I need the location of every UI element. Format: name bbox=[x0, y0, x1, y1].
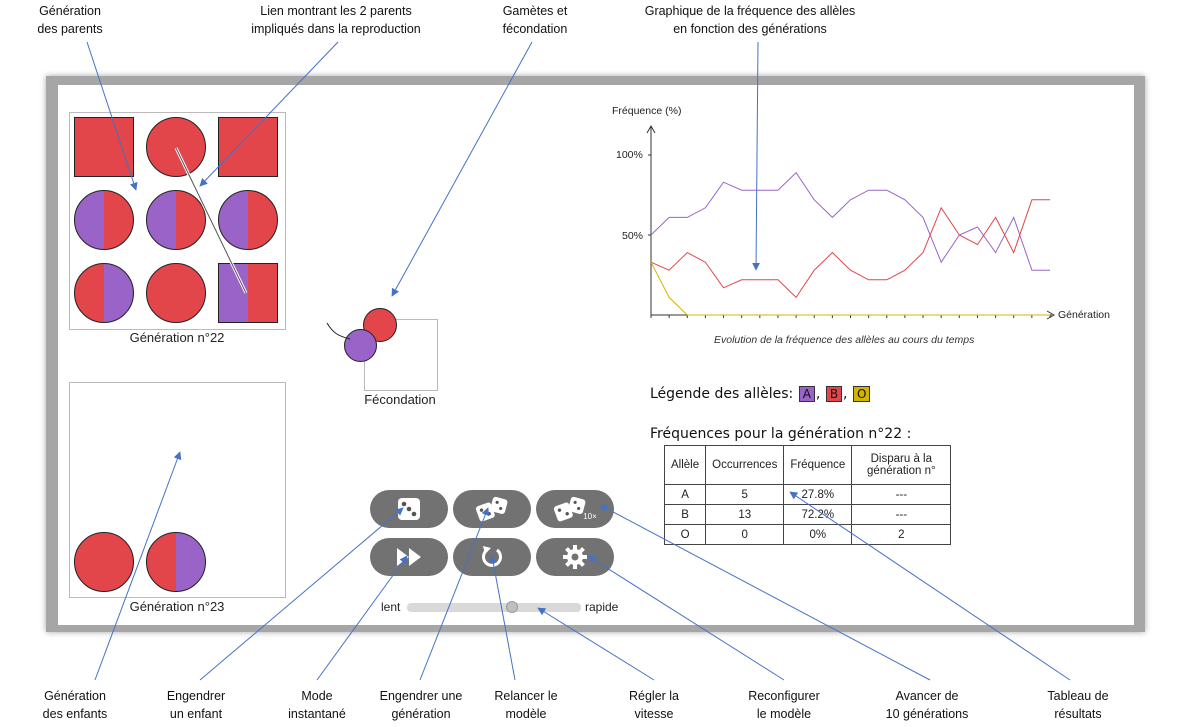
dice-two-icon bbox=[475, 496, 508, 522]
callout-spawn-child: Engendrer un enfant bbox=[166, 689, 226, 721]
callout-gametes: Gamètes et fécondation bbox=[502, 4, 568, 36]
ten-badge: 10× bbox=[583, 511, 597, 521]
table-cell: 0% bbox=[783, 524, 853, 545]
table-cell: A bbox=[663, 484, 707, 505]
chart-ytick-50: 50% bbox=[622, 230, 644, 242]
callout-link-parents: Lien montrant les 2 parents impliqués da… bbox=[251, 4, 421, 36]
individual bbox=[146, 190, 206, 250]
chart-series-o bbox=[650, 261, 1050, 316]
individual bbox=[74, 190, 134, 250]
table-cell: --- bbox=[851, 504, 952, 525]
dice-one-icon bbox=[398, 498, 420, 520]
table-row: A 5 27.8% --- bbox=[663, 484, 952, 505]
chart-series-b bbox=[650, 199, 1050, 299]
square-individual-shape bbox=[218, 263, 278, 323]
circle-individual-shape bbox=[146, 117, 206, 177]
legend-chip-a: A bbox=[798, 386, 815, 402]
individual bbox=[218, 190, 278, 250]
circle-individual-shape bbox=[146, 532, 206, 592]
callout-restart-model: Relancer le modèle bbox=[494, 689, 558, 721]
table-cell: 2 bbox=[851, 524, 952, 545]
header-disappeared: Disparu à la génération n° bbox=[851, 445, 952, 485]
circle-individual-shape bbox=[218, 190, 278, 250]
individual bbox=[74, 117, 134, 177]
table-cell: B bbox=[663, 504, 707, 525]
spawn-generation-button[interactable] bbox=[453, 490, 531, 528]
legend-chip-b: B bbox=[825, 386, 843, 402]
chart-xlabel: Génération bbox=[1058, 309, 1110, 321]
reconfigure-model-button[interactable] bbox=[536, 538, 614, 576]
chart-x-axis-arrow bbox=[1046, 310, 1056, 320]
callout-generation-children: Génération des enfants bbox=[42, 689, 108, 721]
individual bbox=[146, 117, 206, 177]
fast-forward-icon bbox=[397, 548, 421, 566]
header-occurrences: Occurrences bbox=[705, 445, 785, 485]
advance-10-generations-button[interactable]: 10× bbox=[536, 490, 614, 528]
table-row: B 13 72.2% --- bbox=[663, 504, 952, 525]
circle-individual-shape bbox=[74, 532, 134, 592]
table-cell: O bbox=[663, 524, 707, 545]
table-cell: 5 bbox=[705, 484, 785, 505]
restart-model-button[interactable] bbox=[453, 538, 531, 576]
legend-title: Légende des allèles: bbox=[650, 386, 794, 402]
dice-ten-icon bbox=[554, 496, 586, 522]
fecondation-label: Fécondation bbox=[364, 392, 436, 407]
header-allele: Allèle bbox=[663, 445, 707, 485]
table-title: Fréquences pour la génération n°22 : bbox=[650, 426, 912, 442]
allele-frequency-chart bbox=[646, 124, 1056, 320]
individual bbox=[146, 263, 206, 323]
instant-mode-button[interactable] bbox=[370, 538, 448, 576]
table-cell: 0 bbox=[705, 524, 785, 545]
chart-ytick-100: 100% bbox=[616, 149, 643, 161]
individual bbox=[218, 117, 278, 177]
chart-ylabel: Fréquence (%) bbox=[612, 105, 682, 117]
individual bbox=[146, 532, 206, 592]
children-generation-label: Génération n°23 bbox=[129, 599, 225, 614]
header-frequency: Fréquence bbox=[783, 445, 853, 485]
square-individual-shape bbox=[218, 117, 278, 177]
callout-spawn-generation: Engendrer une génération bbox=[379, 689, 463, 721]
callout-chart: Graphique de la fréquence des allèles en… bbox=[644, 4, 856, 36]
speed-slow-label: lent bbox=[381, 600, 401, 614]
gear-icon bbox=[563, 545, 587, 569]
spawn-child-button[interactable] bbox=[370, 490, 448, 528]
circle-individual-shape bbox=[146, 263, 206, 323]
table-row: O 0 0% 2 bbox=[663, 524, 952, 545]
chart-caption: Evolution de la fréquence des allèles au… bbox=[714, 334, 975, 346]
table-cell: 13 bbox=[705, 504, 785, 525]
callout-set-speed: Régler la vitesse bbox=[628, 689, 680, 721]
speed-slider[interactable] bbox=[407, 601, 581, 613]
circle-individual-shape bbox=[74, 263, 134, 323]
chart-y-axis-arrow bbox=[646, 124, 656, 134]
individual bbox=[74, 532, 134, 592]
circle-individual-shape bbox=[74, 190, 134, 250]
individual bbox=[218, 263, 278, 323]
gamete-purple bbox=[344, 329, 377, 362]
speed-fast-label: rapide bbox=[585, 600, 619, 614]
callout-advance-10: Avancer de 10 générations bbox=[885, 689, 969, 721]
parents-generation-label: Génération n°22 bbox=[129, 330, 225, 345]
individual bbox=[74, 263, 134, 323]
callout-reconfigure: Reconfigurer le modèle bbox=[748, 689, 820, 721]
callout-results-table: Tableau de résultats bbox=[1047, 689, 1109, 721]
results-table: Allèle Occurrences Fréquence Disparu à l… bbox=[663, 445, 952, 545]
table-cell: 72.2% bbox=[783, 504, 853, 525]
circle-individual-shape bbox=[146, 190, 206, 250]
square-individual-shape bbox=[74, 117, 134, 177]
table-cell: 27.8% bbox=[783, 484, 853, 505]
callout-generation-parents: Génération des parents bbox=[37, 4, 103, 36]
table-header-row: Allèle Occurrences Fréquence Disparu à l… bbox=[663, 445, 952, 485]
chart-series-a bbox=[650, 171, 1050, 271]
callout-instant-mode: Mode instantané bbox=[288, 689, 346, 721]
table-cell: --- bbox=[851, 484, 952, 505]
speed-slider-thumb[interactable] bbox=[506, 601, 519, 613]
legend-chip-o: O bbox=[852, 386, 871, 402]
restart-icon bbox=[482, 546, 502, 567]
allele-legend: Légende des allèles: A, B, O bbox=[650, 386, 871, 402]
